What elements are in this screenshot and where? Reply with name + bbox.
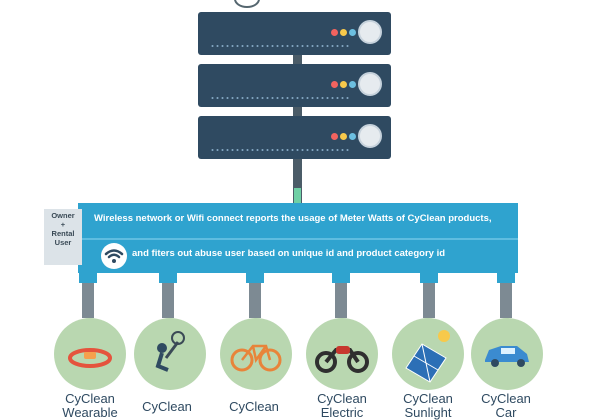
led-icon [331, 29, 338, 36]
disk-icon [358, 20, 382, 44]
led-icon [349, 81, 356, 88]
band-divider [78, 238, 518, 240]
drop-cable [159, 273, 177, 318]
server-1 [198, 12, 391, 55]
server-2 [198, 64, 391, 107]
band-text-1: Wireless network or Wifi connect reports… [94, 213, 492, 224]
uplink-cable [293, 159, 302, 203]
led-icon [340, 81, 347, 88]
label-line: CyClean Wearable [62, 391, 118, 420]
drop-cable [420, 273, 438, 318]
product-label-bicycle: CyClean [204, 392, 304, 414]
led-icon [331, 81, 338, 88]
wifi-icon [101, 243, 127, 269]
drop-cable [497, 273, 515, 318]
label-line: CyClean Sunlight [403, 391, 453, 420]
owner-line: Rental [51, 229, 75, 238]
disk-icon [358, 124, 382, 148]
solar-panel-icon [392, 318, 464, 390]
server-3 [198, 116, 391, 159]
motorcycle-icon [306, 318, 378, 390]
wearable-band-icon [54, 318, 126, 390]
product-label-sunlight: CyClean Sunlight [378, 392, 478, 420]
server-cable [293, 55, 302, 64]
drop-cable [79, 273, 97, 318]
owner-rental-box: Owner + Rental User [44, 209, 82, 265]
bicycle-icon [220, 318, 292, 390]
person-bike-icon [134, 318, 206, 390]
band-text-2: and fiters out abuse user based on uniqu… [132, 248, 446, 259]
disk-icon [358, 72, 382, 96]
led-icon [349, 29, 356, 36]
led-icon [331, 133, 338, 140]
led-icon [349, 133, 356, 140]
cable-connector [294, 188, 301, 203]
server-cable [293, 107, 302, 116]
label-line: CyClean [142, 399, 192, 414]
owner-line: + [60, 220, 66, 229]
product-label-wearable: CyClean Wearable [40, 392, 140, 420]
owner-line: Owner [51, 211, 75, 220]
vent-dots [210, 44, 350, 48]
vent-dots [210, 148, 350, 152]
product-label-electric: CyClean Electric [292, 392, 392, 420]
led-icon [340, 29, 347, 36]
owner-line: User [54, 238, 72, 247]
label-line: CyClean Car [481, 391, 531, 420]
label-line: CyClean Electric [317, 391, 367, 420]
led-icon [340, 133, 347, 140]
top-node-icon [234, 0, 260, 8]
network-band [78, 203, 518, 273]
product-label-car: CyClean Car [456, 392, 556, 420]
drop-cable [332, 273, 350, 318]
car-icon [471, 318, 543, 390]
product-label-person: CyClean [117, 392, 217, 414]
label-line: CyClean [229, 399, 279, 414]
drop-cable [246, 273, 264, 318]
vent-dots [210, 96, 350, 100]
